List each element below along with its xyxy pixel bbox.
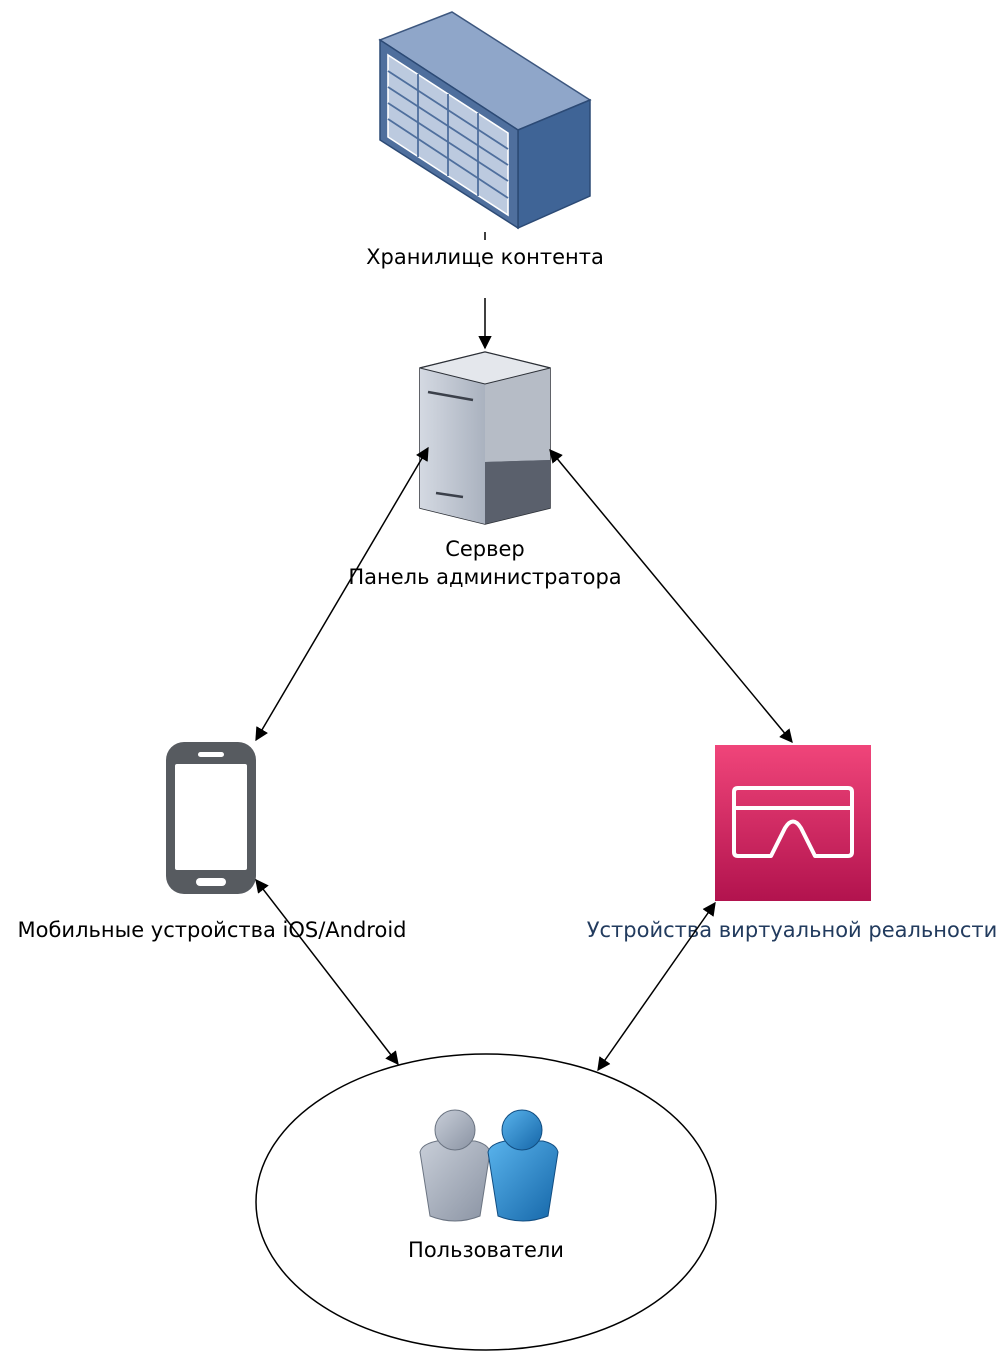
users-label: Пользователи: [408, 1238, 564, 1262]
mobile-label: Мобильные устройства iOS/Android: [18, 918, 407, 942]
server-tower-icon: [419, 351, 551, 525]
storage-label: Хранилище контента: [366, 245, 604, 269]
storage-array-icon: [378, 11, 592, 230]
arrow-vr-users: [597, 901, 716, 1072]
arrow-mobile-users: [255, 878, 399, 1066]
server-label-line1: Сервер: [445, 537, 525, 561]
users-ellipse: [255, 1053, 717, 1351]
users-icon: [419, 1109, 559, 1222]
vr-label: Устройства виртуальной реальности: [587, 918, 998, 942]
server-label-line2: Панель администратора: [348, 565, 621, 589]
arrow-server-mobile: [255, 446, 429, 742]
smartphone-icon: [166, 742, 256, 894]
arrow-server-vr: [549, 448, 793, 744]
vr-headset-icon: [715, 745, 871, 901]
